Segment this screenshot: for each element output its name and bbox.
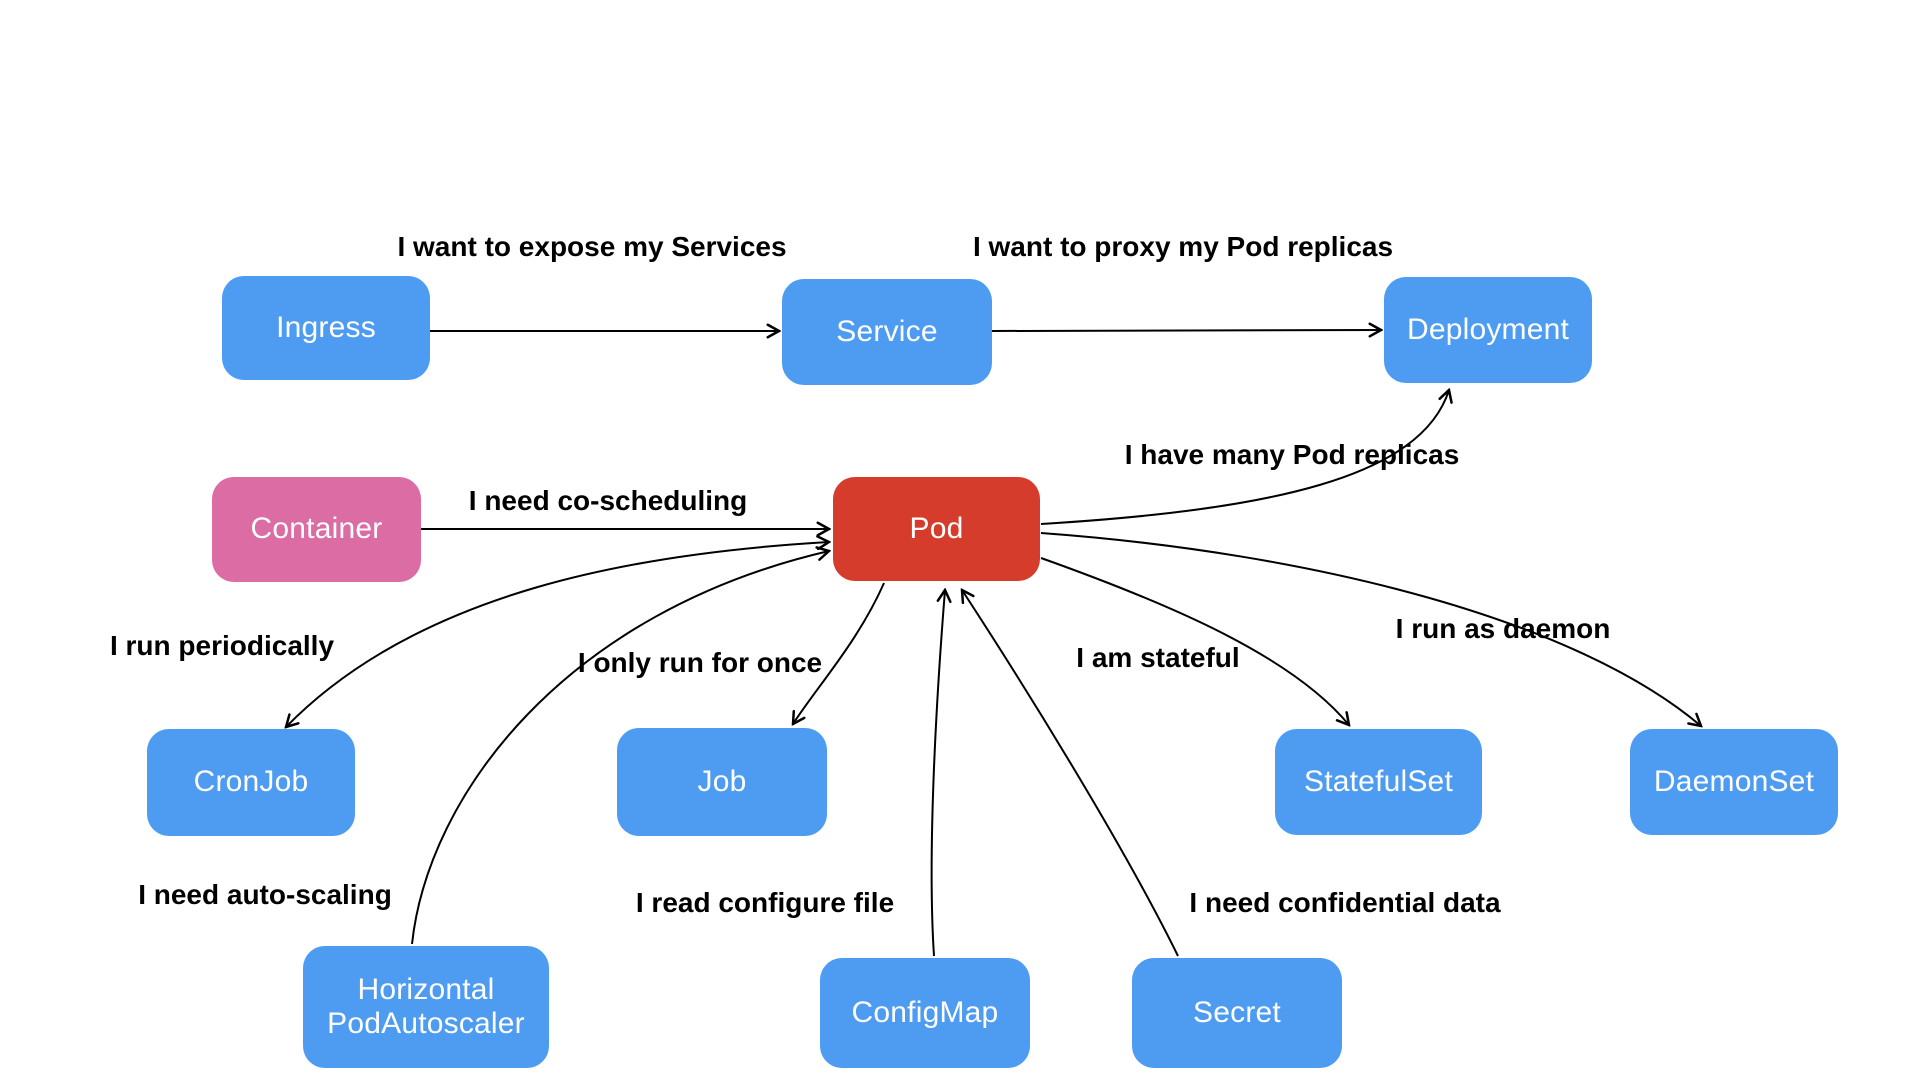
edge-label-confidential-data: I need confidential data: [1189, 887, 1501, 918]
edge-pod-to-job: [793, 582, 885, 724]
node-container: Container: [212, 477, 421, 582]
edge-label-run-as-daemon: I run as daemon: [1395, 613, 1611, 644]
edge-label-auto-scaling: I need auto-scaling: [138, 879, 392, 910]
edge-label-run-once: I only run for once: [577, 647, 823, 678]
node-ingress: Ingress: [222, 276, 430, 380]
node-horizontal-pod-autoscaler: Horizontal PodAutoscaler: [303, 946, 549, 1068]
edge-hpa-to-pod: [411, 551, 829, 945]
edge-pod-to-daemonset: [1040, 532, 1701, 726]
edge-label-co-scheduling: I need co-scheduling: [468, 485, 748, 516]
node-secret: Secret: [1132, 958, 1342, 1068]
edge-label-many-pod-replicas: I have many Pod replicas: [1124, 439, 1460, 470]
node-configmap: ConfigMap: [820, 958, 1030, 1068]
edge-label-configure-file: I read configure file: [635, 887, 895, 918]
node-deployment: Deployment: [1384, 277, 1592, 383]
edge-service-to-deployment: [991, 330, 1381, 331]
edge-label-stateful: I am stateful: [1076, 642, 1240, 673]
node-job: Job: [617, 728, 827, 836]
edge-pod-to-cronjob: [286, 542, 829, 727]
node-daemonset: DaemonSet: [1630, 729, 1838, 835]
node-pod: Pod: [833, 477, 1040, 581]
edge-configmap-to-pod: [930, 590, 945, 957]
edge-secret-to-pod: [962, 590, 1179, 957]
node-cronjob: CronJob: [147, 729, 355, 836]
edge-label-run-periodically: I run periodically: [109, 630, 335, 661]
edge-label-proxy-replicas: I want to proxy my Pod replicas: [972, 231, 1394, 262]
edge-pod-to-deployment: [1040, 390, 1449, 525]
node-statefulset: StatefulSet: [1275, 729, 1482, 835]
node-service: Service: [782, 279, 992, 385]
edge-label-expose-services: I want to expose my Services: [397, 231, 787, 262]
edge-pod-to-statefulset: [1040, 557, 1349, 725]
